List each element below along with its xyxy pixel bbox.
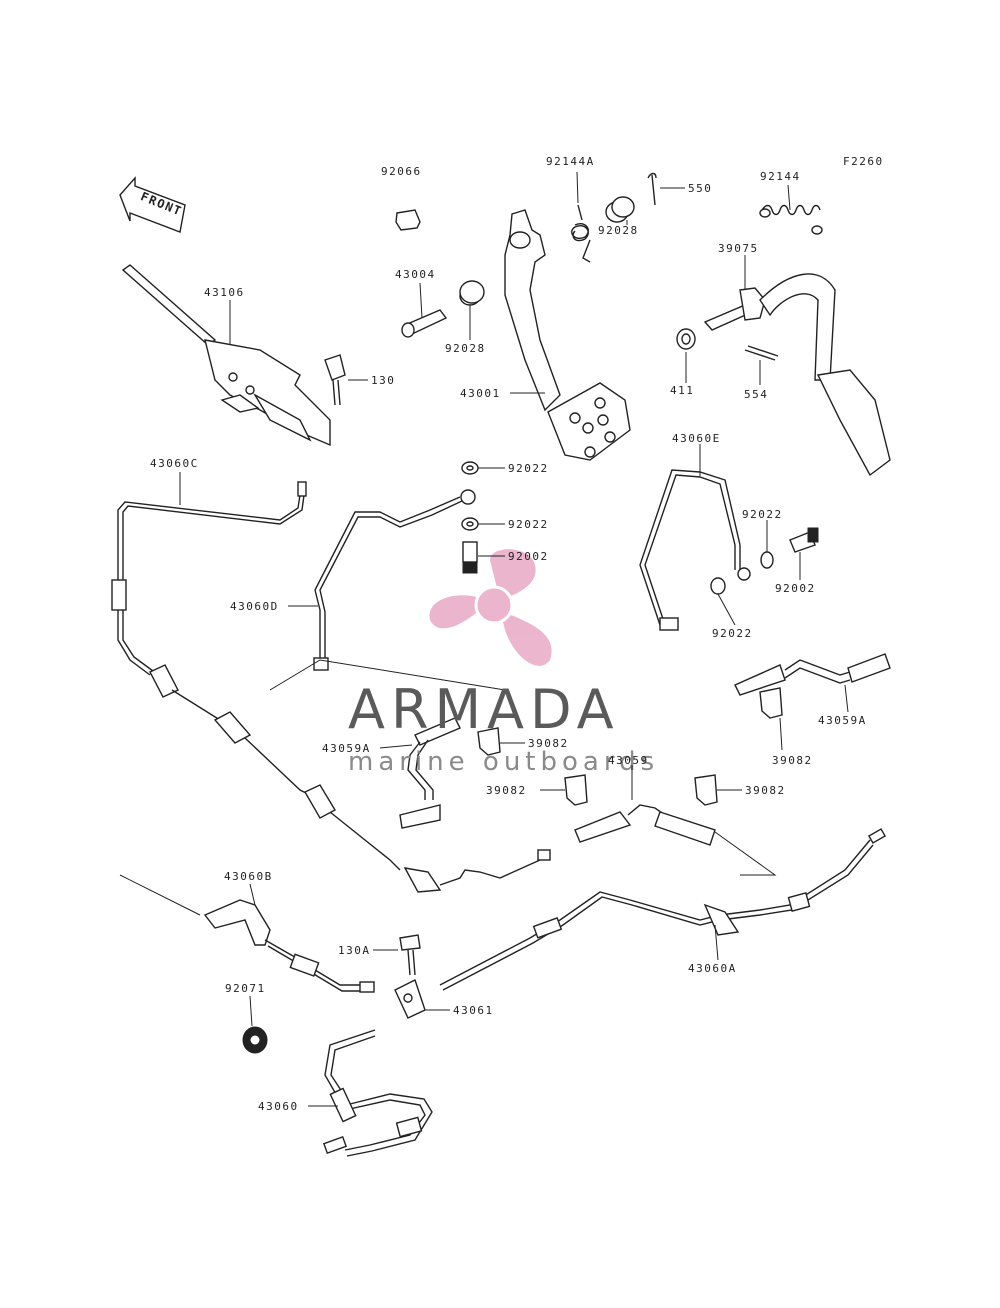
label-411: 411 (670, 384, 694, 397)
armada-logo-icon (429, 549, 552, 666)
bolt-92002-a (462, 541, 478, 574)
label-130: 130 (371, 374, 395, 387)
label-43060B: 43060B (224, 870, 273, 883)
label-43060: 43060 (258, 1100, 299, 1113)
junction-43061 (394, 979, 426, 1019)
label-39082d: 39082 (772, 754, 813, 767)
label-92144A: 92144A (546, 155, 595, 168)
brake-hose-43059A-left (399, 717, 461, 829)
spring-92144 (759, 204, 823, 235)
label-554: 554 (744, 388, 768, 401)
brake-hose-43059A-right (734, 653, 891, 696)
label-92022b: 92022 (508, 518, 549, 531)
label-92066: 92066 (381, 165, 422, 178)
label-130A: 130A (338, 944, 371, 957)
washer-411 (676, 328, 696, 350)
label-92028a: 92028 (445, 342, 486, 355)
label-43004: 43004 (395, 268, 436, 281)
guide-lines (119, 659, 777, 916)
clip-39082-c (694, 774, 718, 806)
cotter-pin-550 (647, 172, 657, 206)
bushing-92028-left (459, 280, 485, 306)
label-43059Aa: 43059A (322, 742, 371, 755)
figure-code: F2260 (843, 155, 884, 168)
label-92002a: 92002 (508, 550, 549, 563)
washer-92022-c (760, 551, 774, 569)
bolt-92002-b (789, 527, 819, 553)
washer-92022-d (710, 577, 726, 595)
label-43059Ab: 43059A (818, 714, 867, 727)
brake-pipe-43060A (439, 828, 887, 991)
watermark-brand: ARMADA (348, 678, 620, 741)
bolt-130A (399, 934, 421, 976)
label-43060A: 43060A (688, 962, 737, 975)
brake-pipe-43060 (322, 1029, 433, 1157)
label-550: 550 (688, 182, 712, 195)
brake-pipe-43060B (203, 899, 375, 993)
label-92022d: 92022 (712, 627, 753, 640)
label-43059: 43059 (608, 754, 649, 767)
pin-554 (744, 345, 779, 361)
label-92002b: 92002 (775, 582, 816, 595)
pin-43004 (401, 309, 448, 338)
label-39082c: 39082 (745, 784, 786, 797)
clip-39082-d (759, 687, 783, 719)
pedal-43001 (504, 209, 631, 461)
label-43061: 43061 (453, 1004, 494, 1017)
washer-92022-a (461, 461, 479, 475)
brake-pipe-43060D (313, 489, 476, 671)
label-43060C: 43060C (150, 457, 199, 470)
label-43001: 43001 (460, 387, 501, 400)
label-39075: 39075 (718, 242, 759, 255)
clip-39082-b (564, 774, 588, 806)
label-92022c: 92022 (742, 508, 783, 521)
pedal-39075 (703, 273, 891, 477)
label-92028b: 92028 (598, 224, 639, 237)
label-39082a: 39082 (528, 737, 569, 750)
label-43106: 43106 (204, 286, 245, 299)
brake-hose-43059 (574, 804, 716, 846)
washer-92022-b (461, 517, 479, 531)
label-92071: 92071 (225, 982, 266, 995)
brake-cable-long-left (111, 579, 551, 893)
label-43060E: 43060E (672, 432, 721, 445)
label-39082b: 39082 (486, 784, 527, 797)
label-92022a: 92022 (508, 462, 549, 475)
brake-pipe-43060C (117, 481, 307, 580)
part-labels: 92066 92144A 550 92144 43004 92028 92028… (150, 155, 867, 1113)
brake-pipe-43060E (639, 469, 751, 631)
front-arrow-icon: FRONT (119, 176, 186, 233)
cap-92066 (395, 209, 421, 231)
bolt-130 (324, 354, 346, 406)
grommet-92071 (242, 1026, 268, 1054)
watermark-tagline: marine outboards (348, 747, 659, 777)
label-43060D: 43060D (230, 600, 279, 613)
spring-92144A (571, 204, 591, 263)
label-92144: 92144 (760, 170, 801, 183)
clip-39082-a (477, 727, 501, 756)
bushing-92028-right (605, 196, 635, 223)
lever-43106 (121, 264, 331, 447)
